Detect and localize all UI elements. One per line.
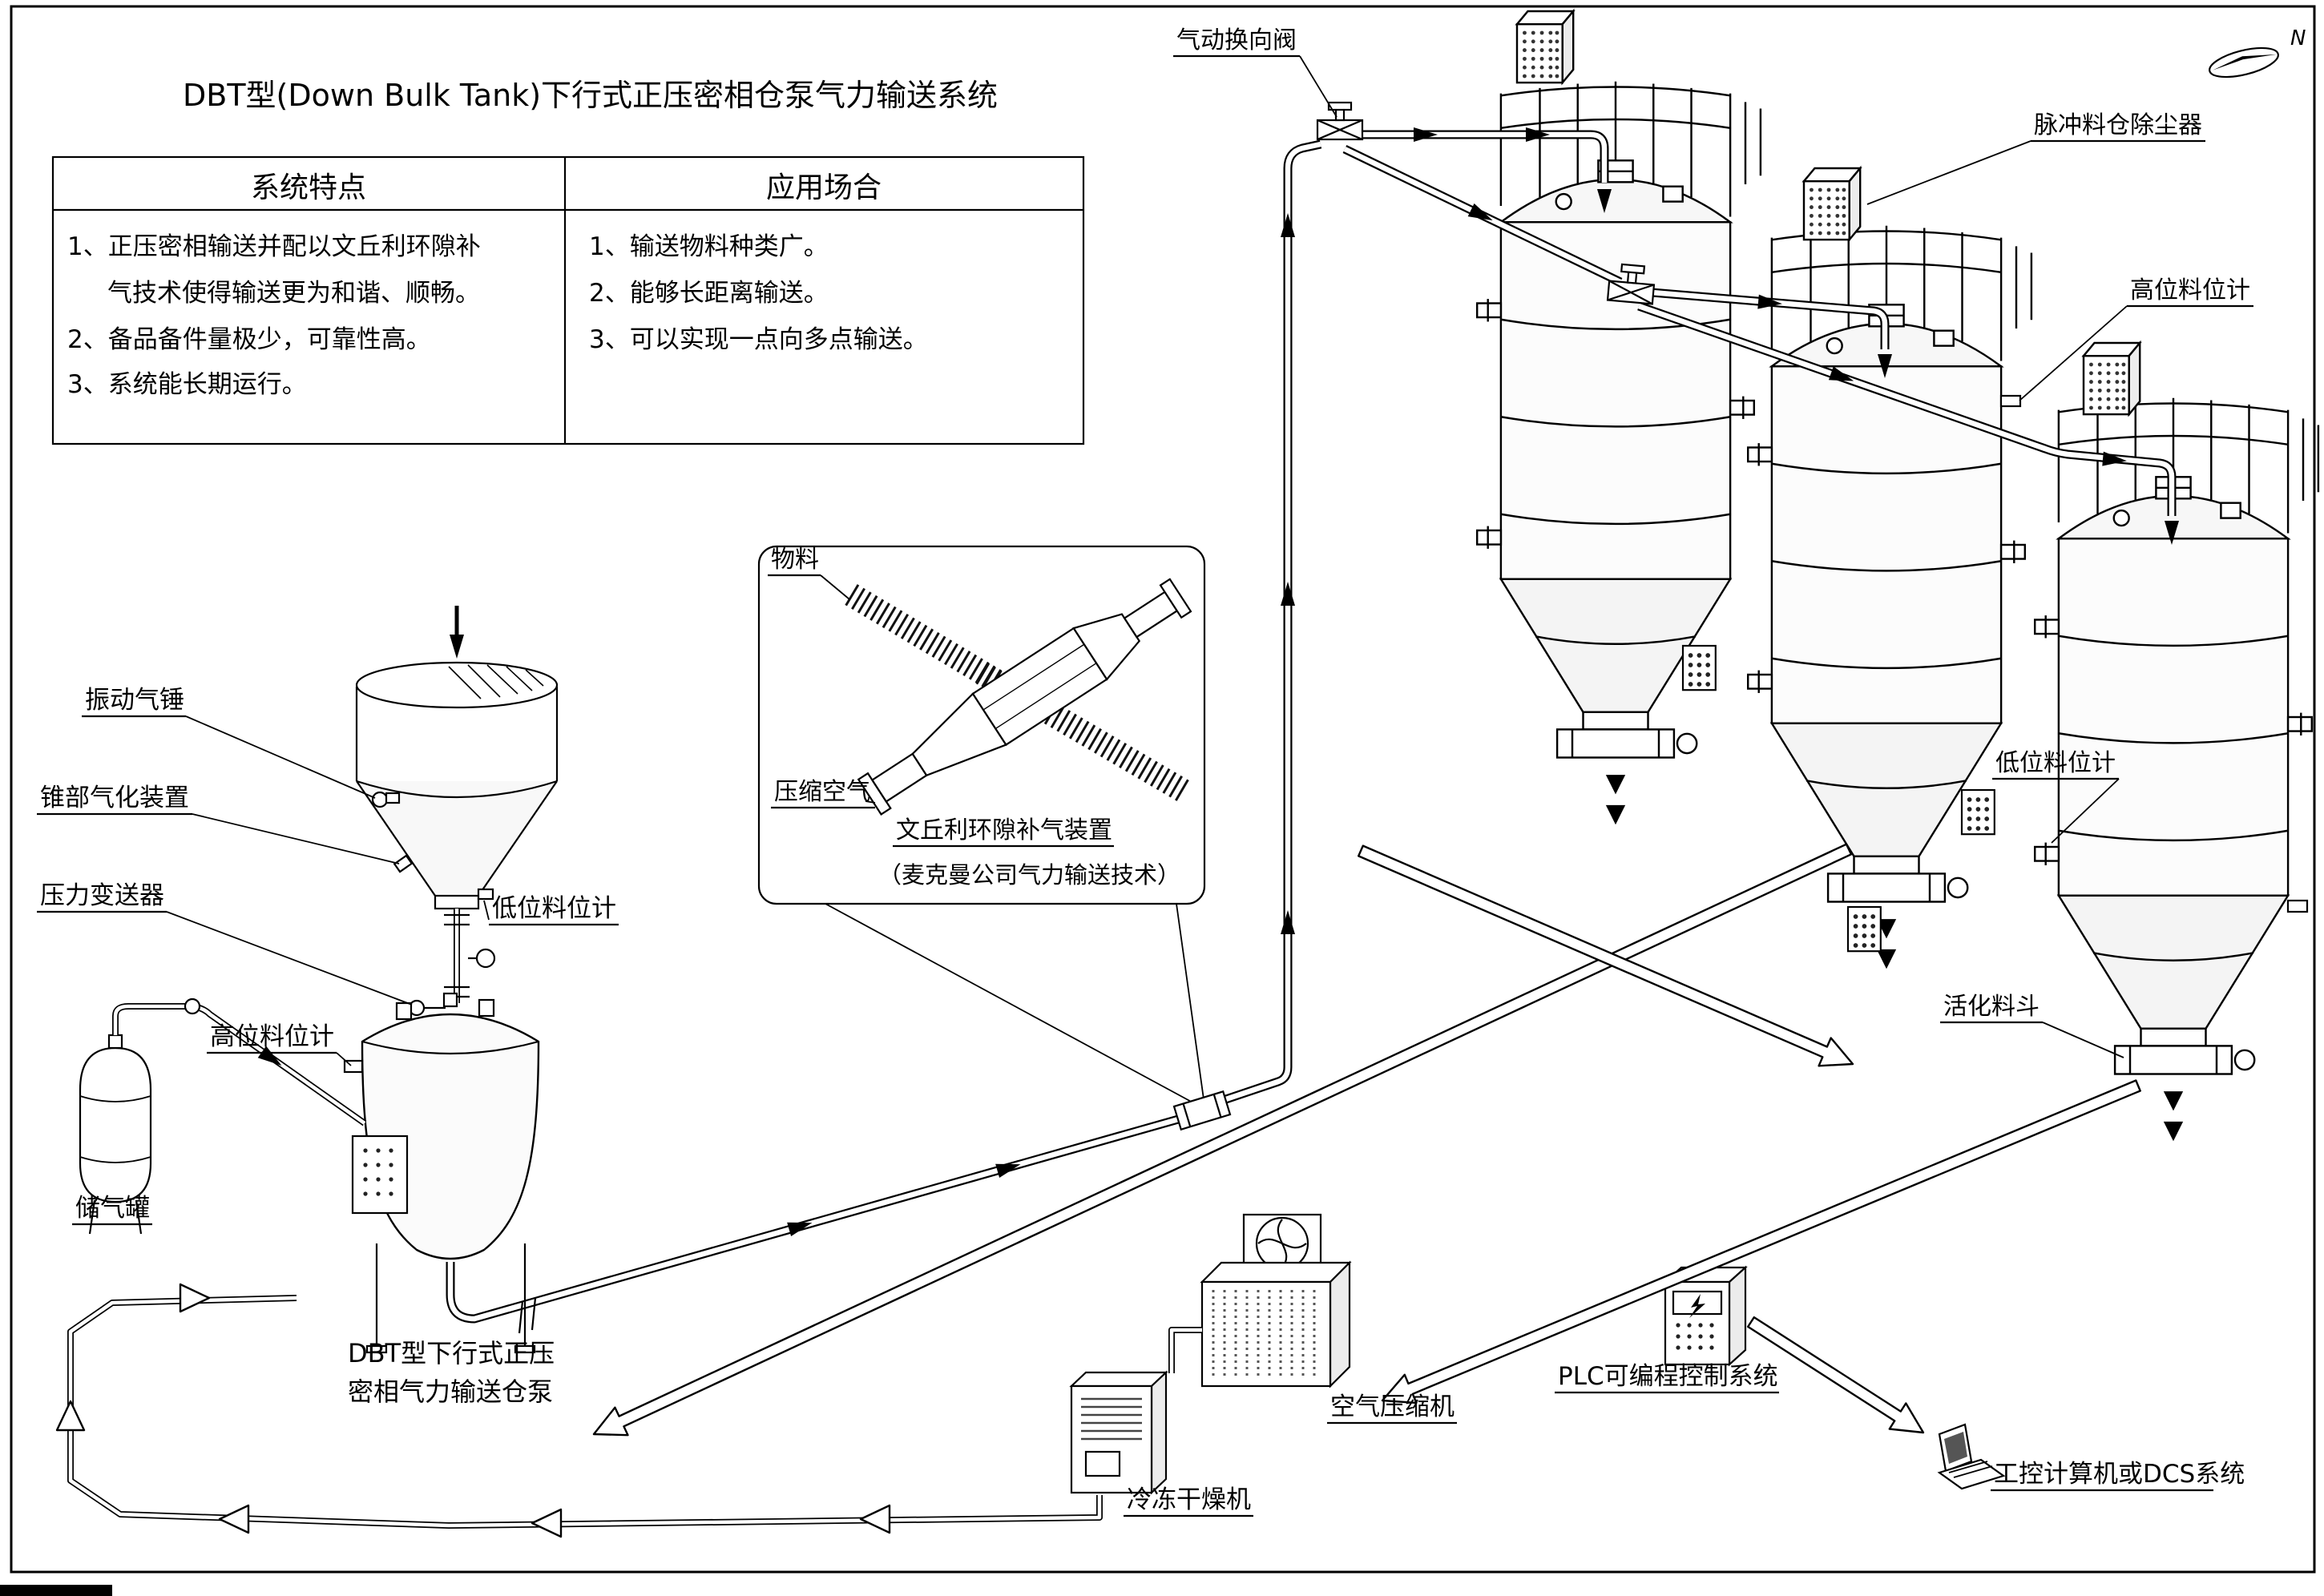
spec-table: 系统特点 应用场合 1、正压密相输送并配以文丘利环隙补 气技术使得输送更为和谐、… (51, 155, 1085, 445)
industrial-computer (1937, 1423, 2006, 1490)
dust-collector-icon-3 (2082, 341, 2141, 416)
feed-and-pump (79, 606, 559, 1354)
svg-text:低位料位计: 低位料位计 (1995, 749, 2116, 777)
svg-text:低位料位计: 低位料位计 (492, 894, 616, 923)
label-silo-pump: DBT型下行式正压 密相气力输送仓泵 (348, 1338, 555, 1407)
label-low-level-indicator-right: 低位料位计 (1992, 749, 2120, 844)
svg-text:压力变送器: 压力变送器 (40, 881, 164, 910)
feature-line-3: 2、备品备件量极少，可靠性高。 (67, 325, 431, 354)
compass-needle-icon (2213, 54, 2277, 71)
label-material: 物料 (768, 546, 850, 600)
valve-handwheel-icon (475, 948, 496, 969)
lightning-icon (1689, 1294, 1705, 1318)
material-hose-texture-2 (975, 663, 1191, 802)
page-title: DBT型(Down Bulk Tank)下行式正压密相仓泵气力输送系统 (183, 78, 998, 113)
label-air-receiver-tank: 储气罐 (72, 1194, 152, 1226)
svg-text:冷冻干燥机: 冷冻干燥机 (1127, 1485, 1251, 1514)
bottom-bar (0, 1585, 112, 1596)
svg-text:高位料位计: 高位料位计 (2130, 276, 2250, 304)
venturi-inline-unit (1172, 1090, 1232, 1131)
venturi-detail (757, 545, 1232, 1131)
table-header-applications: 应用场合 (766, 171, 882, 204)
svg-text:空气压缩机: 空气压缩机 (1330, 1392, 1455, 1421)
svg-text:PLC可编程控制系统: PLC可编程控制系统 (1558, 1362, 1778, 1391)
svg-text:振动气锤: 振动气锤 (85, 686, 184, 715)
label-high-level-indicator-left: 高位料位计 (207, 1022, 352, 1066)
svg-text:密相气力输送仓泵: 密相气力输送仓泵 (348, 1376, 553, 1407)
hopper-rim (355, 661, 559, 709)
labels: 气动换向阀 脉冲料仓除尘器 高位料位计 低位料位计 活化料斗 振动气锤 锥部气化… (37, 26, 2253, 1517)
level-sensor-icon-silo1 (1681, 644, 1717, 691)
dust-collector-icon-2 (1802, 167, 1862, 241)
label-pulse-dust-collector: 脉冲料仓除尘器 (1866, 111, 2205, 205)
venturi-body (857, 578, 1192, 816)
air-supply-line (55, 1283, 1103, 1538)
label-plc-system: PLC可编程控制系统 (1555, 1362, 1779, 1394)
dust-collector-icon-1 (1515, 10, 1575, 84)
label-industrial-computer: 工控计算机或DCS系统 (1991, 1460, 2245, 1492)
svg-text:高位料位计: 高位料位计 (210, 1022, 334, 1051)
label-pressure-transmitter: 压力变送器 (37, 881, 413, 1006)
svg-text:脉冲料仓除尘器: 脉冲料仓除尘器 (2034, 111, 2202, 139)
label-freeze-dryer: 冷冻干燥机 (1124, 1485, 1253, 1517)
feature-line-1: 1、正压密相输送并配以文丘利环隙补 (67, 232, 481, 261)
tank-line-valve-icon (184, 998, 201, 1015)
table-header-features: 系统特点 (251, 171, 366, 204)
silo-group (1475, 10, 2320, 1143)
label-high-level-indicator-right: 高位料位计 (2019, 276, 2253, 401)
air-tank (79, 1046, 152, 1203)
flow-arrows (592, 843, 2141, 1437)
svg-text:物料: 物料 (771, 546, 819, 574)
table-border (51, 155, 1085, 445)
label-activation-hopper: 活化料斗 (1940, 993, 2124, 1058)
label-air-compressor: 空气压缩机 (1327, 1392, 1457, 1425)
silo2-upper-nozzle (1999, 394, 2022, 408)
silo3-side-nozzle (2286, 899, 2309, 913)
label-cone-aeration-device: 锥部气化装置 (37, 784, 400, 864)
compass-north-label: N (2290, 26, 2306, 50)
svg-text:工控计算机或DCS系统: 工控计算机或DCS系统 (1994, 1460, 2245, 1489)
vibration-hammer-icon (371, 791, 389, 808)
label-venturi-device: 文丘利环隙补气装置 （麦克曼公司气力输送技术） (878, 816, 1180, 889)
application-line-2: 2、能够长距离输送。 (589, 279, 829, 308)
svg-text:DBT型下行式正压: DBT型下行式正压 (348, 1338, 555, 1368)
label-vibration-air-hammer: 振动气锤 (82, 686, 376, 799)
level-sensor-icon-right-low (1960, 788, 1995, 836)
application-line-1: 1、输送物料种类广。 (589, 232, 829, 261)
label-low-level-indicator-left: 低位料位计 (483, 894, 619, 926)
plc-cabinet (1663, 1265, 1748, 1367)
svg-text:活化料斗: 活化料斗 (1943, 993, 2040, 1021)
material-hose-texture (845, 584, 1016, 699)
label-diverter-valve: 气动换向阀 (1173, 26, 1338, 118)
cone-aeration-icon (393, 854, 414, 873)
air-compressor-unit (1200, 1213, 1352, 1388)
feature-line-4: 3、系统能长期运行。 (67, 370, 307, 399)
compass: N (2209, 26, 2306, 79)
pump-control-panel (351, 1135, 409, 1215)
svg-text:锥部气化装置: 锥部气化装置 (40, 784, 189, 812)
application-line-3: 3、可以实现一点向多点输送。 (589, 325, 928, 354)
label-compressed-air: 压缩空气 (771, 778, 876, 809)
svg-text:储气罐: 储气罐 (75, 1194, 150, 1223)
svg-text:（麦克曼公司气力输送技术）: （麦克曼公司气力输送技术） (878, 861, 1180, 889)
svg-text:气动换向阀: 气动换向阀 (1176, 26, 1297, 54)
level-sensor-icon-silo2 (1846, 905, 1882, 953)
svg-text:压缩空气: 压缩空气 (774, 778, 870, 806)
freeze-dryer-unit (1069, 1327, 1202, 1495)
conveying-pipes (446, 101, 2179, 1334)
hopper-low-level-nozzle (477, 888, 494, 901)
svg-text:文丘利环隙补气装置: 文丘利环隙补气装置 (896, 816, 1112, 844)
feature-line-2: 气技术使得输送更为和谐、顺畅。 (107, 279, 480, 308)
